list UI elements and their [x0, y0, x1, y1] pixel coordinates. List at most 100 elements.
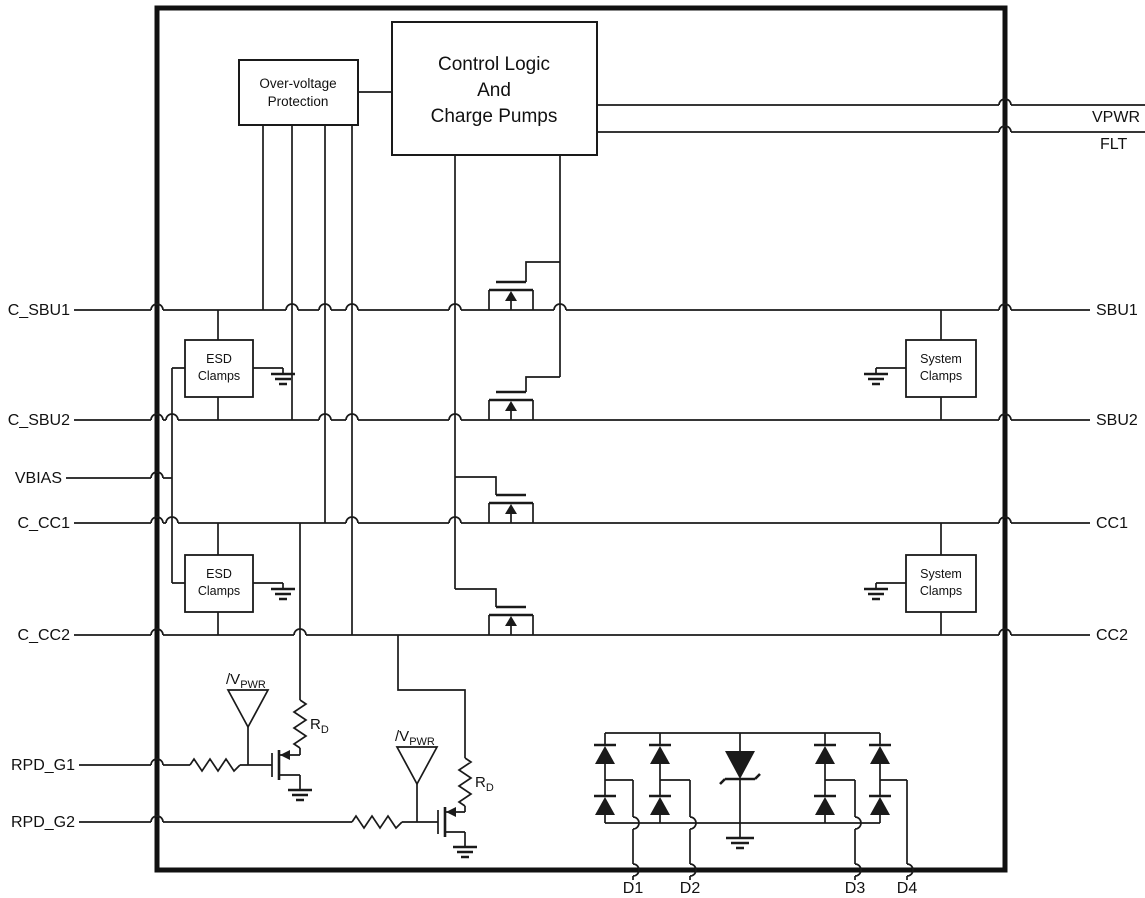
resistor-rpd-g2 — [351, 814, 403, 830]
pin-label-d3: D3 — [845, 880, 866, 897]
sys1-line2: Clamps — [920, 369, 962, 383]
pin-label-sbu1: SBU1 — [1096, 302, 1138, 319]
rpd-circuit-1: /VPWR RD — [189, 523, 329, 802]
control-logic-box — [391, 21, 598, 156]
pin-label-cc1: CC1 — [1096, 515, 1128, 532]
wire-flt — [597, 125, 1145, 133]
d-pin-wires — [632, 780, 914, 880]
sys2-line1: System — [920, 567, 962, 581]
diode-pair-d3 — [814, 733, 836, 823]
fet-stubs — [488, 400, 534, 420]
wire-c-cc2 — [74, 628, 1090, 636]
signal-wires — [66, 91, 1145, 823]
fet-gate-lead — [525, 261, 560, 282]
pin-label-c-cc1: C_CC1 — [18, 515, 71, 532]
tvs-rails — [605, 732, 880, 824]
diode-cathode-bars — [814, 743, 836, 798]
nmos1-arrow — [280, 750, 290, 760]
pin-label-cc2: CC2 — [1096, 627, 1128, 644]
fet-stubs — [488, 290, 534, 310]
pin-label-c-cc2: C_CC2 — [18, 627, 71, 644]
pin-label-d4: D4 — [897, 880, 918, 897]
pin-label-rpd-g1: RPD_G1 — [11, 757, 75, 774]
pin-label-d1: D1 — [623, 880, 644, 897]
diode-cathode-bars — [594, 743, 616, 798]
pin-label-vbias: VBIAS — [15, 470, 62, 487]
fet-body-arrow — [505, 401, 517, 411]
ground-symbol — [864, 587, 888, 601]
ground-symbol — [864, 372, 888, 386]
ovp-block: Over-voltage Protection — [238, 59, 359, 126]
diode-triangle — [595, 797, 615, 815]
resistor-rd-1 — [292, 699, 308, 749]
resistor-rd-2 — [457, 757, 473, 807]
pin-labels: C_SBU1 C_SBU2 VBIAS C_CC1 C_CC2 RPD_G1 R… — [8, 109, 1140, 897]
pin-label-flt: FLT — [1100, 136, 1127, 153]
clamp-stubs — [217, 310, 942, 635]
vpwr-gate-label-1: /VPWR — [226, 671, 266, 691]
nmos2-arrow — [446, 807, 456, 817]
diode-triangle — [650, 797, 670, 815]
ground-symbol — [271, 587, 295, 601]
zener-clamp — [719, 733, 761, 850]
vpwr-gate-label-2: /VPWR — [395, 728, 435, 748]
tvs-diode-array — [594, 732, 914, 880]
ground-symbol — [288, 788, 312, 802]
vpwr-buffer-1 — [226, 689, 270, 729]
wire-c-cc1 — [74, 516, 1090, 524]
diode-triangle — [870, 746, 890, 764]
fet-body-arrow — [505, 291, 517, 301]
control-logic-line1: Control Logic — [438, 54, 550, 75]
esd-clamps-box-2 — [184, 554, 254, 613]
pass-fet-sbu2 — [488, 376, 560, 420]
ground-symbol — [726, 836, 754, 850]
diode-cathode-bars — [649, 743, 671, 798]
wire-vbias — [66, 367, 185, 584]
pin-label-sbu2: SBU2 — [1096, 412, 1138, 429]
wire-c-sbu1 — [74, 303, 1090, 311]
diode-triangle — [650, 746, 670, 764]
ovp-box — [238, 59, 359, 126]
diode-pair-d4 — [869, 733, 891, 823]
pin-label-c-sbu1: C_SBU1 — [8, 302, 70, 319]
fet-gate-lead — [525, 376, 560, 392]
fet-gate-lead — [455, 588, 497, 607]
pin-label-rpd-g2: RPD_G2 — [11, 814, 75, 831]
fet-body-arrow — [505, 616, 517, 626]
pass-fet-cc1 — [455, 476, 534, 523]
ovp-line1: Over-voltage — [259, 76, 336, 91]
resistor-rpd-g1 — [189, 757, 241, 773]
zener-triangle — [725, 751, 755, 779]
wire-rpd-g1 — [79, 758, 272, 766]
esd1-line2: Clamps — [198, 369, 240, 383]
sys1-line1: System — [920, 352, 962, 366]
control-logic-block: Control Logic And Charge Pumps — [391, 21, 598, 156]
fet-gate-lead — [455, 476, 497, 495]
vpwr-buffer-2 — [395, 746, 439, 786]
pass-fet-sbu1 — [488, 261, 560, 310]
wire-rpd-g2 — [79, 815, 438, 823]
control-logic-line3: Charge Pumps — [431, 106, 558, 127]
diode-triangle — [870, 797, 890, 815]
esd2-line1: ESD — [206, 567, 232, 581]
esd-clamps-block-2: ESD Clamps — [184, 554, 295, 613]
esd-clamps-box-1 — [184, 339, 254, 398]
rd-label-2: RD — [475, 774, 494, 794]
fet-stubs — [488, 503, 534, 523]
ground-symbol — [271, 372, 295, 386]
esd2-line2: Clamps — [198, 584, 240, 598]
fet-body-arrow — [505, 504, 517, 514]
diode-triangle — [815, 746, 835, 764]
diode-cathode-bars — [869, 743, 891, 798]
diode-pair-d1 — [594, 733, 616, 823]
pin-label-vpwr: VPWR — [1092, 109, 1140, 126]
rpd-circuit-2: /VPWR RD — [351, 635, 494, 859]
control-logic-line2: And — [477, 80, 511, 101]
ovp-sense-lines — [262, 125, 353, 635]
rd2-to-cc2 — [397, 635, 466, 758]
pin-label-d2: D2 — [680, 880, 701, 897]
ground-symbol — [453, 845, 477, 859]
system-clamps-block-2: System Clamps — [864, 554, 977, 613]
wire-c-sbu2 — [74, 413, 1090, 421]
